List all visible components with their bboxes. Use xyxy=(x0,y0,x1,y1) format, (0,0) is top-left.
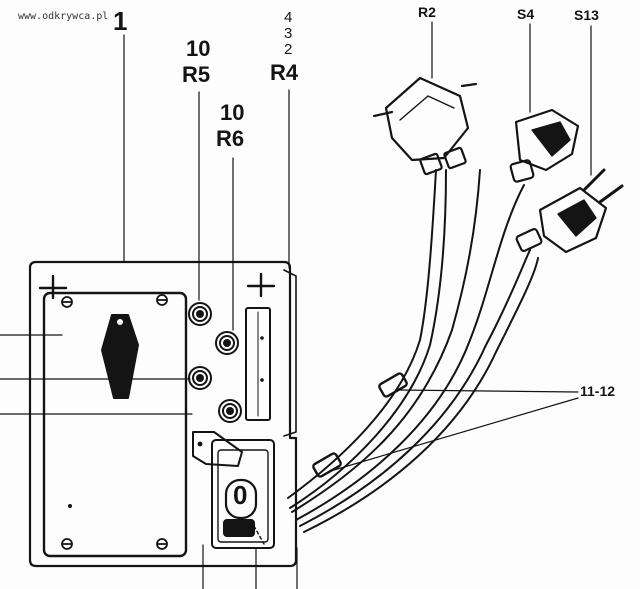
cable-clamp-lower xyxy=(312,452,342,478)
plug-s13 xyxy=(515,168,624,254)
cable-bundle xyxy=(287,169,539,533)
label-r5: R5 xyxy=(182,62,211,87)
terminal-strip xyxy=(245,307,271,421)
socket-r5-mid xyxy=(188,366,212,390)
label-s4: S4 xyxy=(517,6,535,22)
label-part-1: 1 xyxy=(113,6,128,36)
socket-r6-bottom xyxy=(218,399,242,423)
device-housing xyxy=(28,260,298,568)
label-r6: R6 xyxy=(216,126,245,151)
cover-screws xyxy=(61,294,168,550)
label-r6-number: 10 xyxy=(220,100,245,125)
front-cover-plate xyxy=(42,291,188,558)
label-r4-pin-2: 2 xyxy=(284,41,293,58)
label-parts-11-12: 11-12 xyxy=(580,383,616,399)
knob-indicator: 0 xyxy=(233,480,248,510)
plug-s4 xyxy=(509,108,580,183)
switch-panel xyxy=(192,431,275,549)
cable-clamp-upper xyxy=(378,372,408,398)
label-r5-number: 10 xyxy=(186,36,211,61)
cover-latch xyxy=(101,314,139,399)
label-r4: R4 xyxy=(270,60,299,85)
watermark: www.odkrywca.pl xyxy=(18,11,109,22)
label-r4-pin-4: 4 xyxy=(284,9,293,26)
label-r4-pin-3: 3 xyxy=(284,25,293,42)
socket-r5-top xyxy=(188,302,212,326)
socket-r6-top xyxy=(215,331,239,355)
mount-mark-left xyxy=(38,274,68,300)
plug-r2 xyxy=(372,76,478,176)
mount-mark-right xyxy=(246,272,276,298)
label-r2: R2 xyxy=(418,4,436,20)
label-s13: S13 xyxy=(574,7,599,23)
connector-sockets xyxy=(188,302,242,423)
